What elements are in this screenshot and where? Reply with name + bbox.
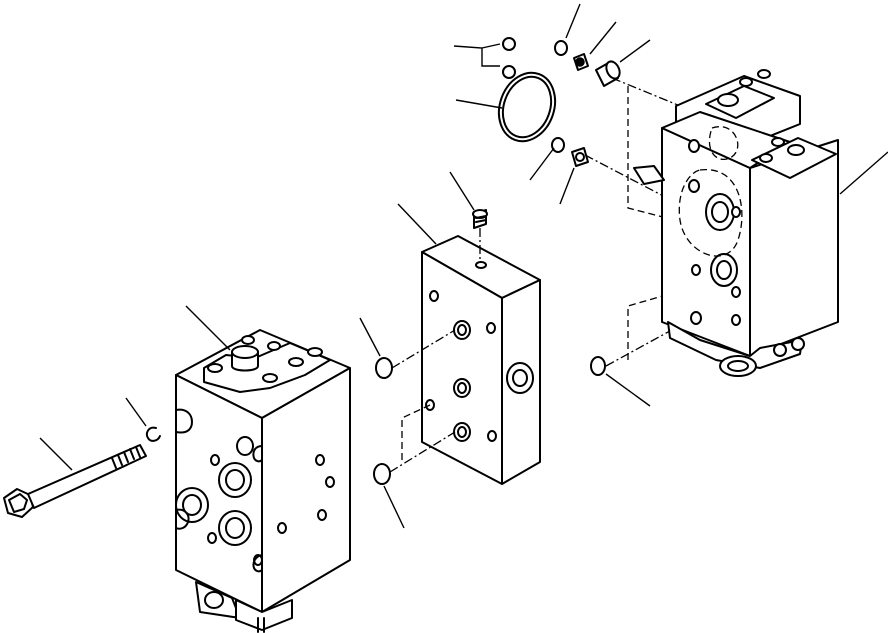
bolt	[3, 444, 147, 518]
o-ring	[373, 37, 606, 485]
spacer-plate	[421, 235, 541, 485]
o-ring-large	[497, 71, 557, 143]
plug	[571, 53, 589, 167]
sleeve	[595, 60, 621, 87]
main-valve-assembly	[633, 69, 839, 377]
callout-leaders	[39, 3, 888, 529]
end-valve-block	[175, 329, 351, 633]
leader-dashed	[389, 77, 691, 473]
spacer-fitting	[472, 209, 488, 260]
snap-ring	[145, 426, 161, 442]
